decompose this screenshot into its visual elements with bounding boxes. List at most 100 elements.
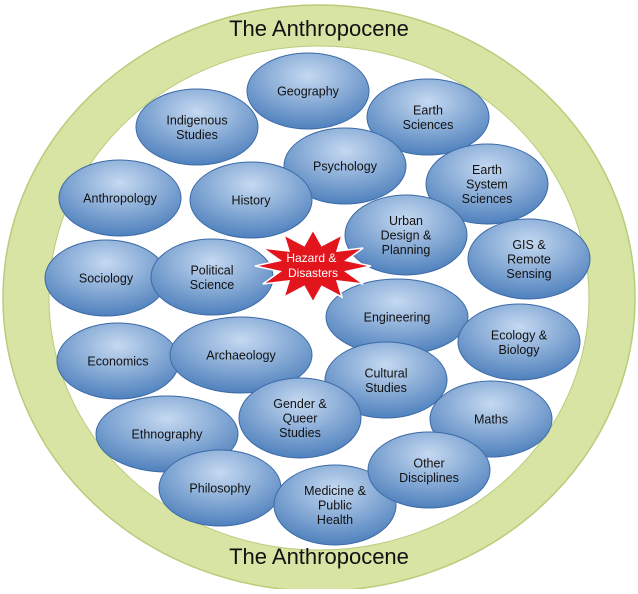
bubble-label-line: Ethnography — [132, 428, 204, 442]
bubble-label-line: Queer — [283, 412, 318, 426]
bubble-label-line: Indigenous — [166, 113, 227, 127]
bubble-label: Economics — [87, 355, 148, 369]
bubble-label-line: Planning — [382, 243, 431, 257]
bubble-label-line: Archaeology — [206, 349, 276, 363]
bubble-label-line: Psychology — [313, 160, 378, 174]
bubble-anthropology: Anthropology — [58, 159, 182, 237]
bubble-shape — [58, 159, 182, 237]
bubble-shape — [273, 464, 397, 546]
bubble-label-line: Design & — [381, 229, 432, 243]
bubble-label-line: Public — [318, 499, 352, 513]
bubble-psychology: Psychology — [283, 127, 407, 205]
bubble-label-line: Engineering — [364, 311, 431, 325]
bubble-label: Anthropology — [83, 192, 157, 206]
bubble-label-line: Maths — [474, 413, 508, 427]
bubble-sociology: Sociology — [44, 239, 168, 317]
bubble-label-line: Medicine & — [304, 484, 366, 498]
bubble-label-line: Sciences — [403, 118, 454, 132]
bubble-label-line: Other — [413, 456, 444, 470]
bubble-geography: Geography — [246, 52, 370, 130]
bubble-economics: Economics — [56, 322, 180, 400]
bubble-label: Psychology — [313, 160, 378, 174]
bubble-history: History — [189, 161, 313, 239]
bubble-label: Ethnography — [132, 428, 204, 442]
title-top: The Anthropocene — [229, 16, 409, 41]
bubble-label-line: Disciplines — [399, 471, 459, 485]
bubble-label-line: Remote — [507, 253, 551, 267]
bubble-label-line: Health — [317, 513, 353, 527]
bubble-label-line: Political — [190, 263, 233, 277]
bubble-label-line: Geography — [277, 85, 340, 99]
bubble-label-line: Studies — [176, 128, 218, 142]
bubble-shape — [189, 161, 313, 239]
bubble-label-line: System — [466, 178, 508, 192]
bubble-label-line: Anthropology — [83, 192, 157, 206]
bubble-shape — [283, 127, 407, 205]
bubble-shape — [135, 88, 259, 166]
bubble-shape — [246, 52, 370, 130]
bubble-shape — [457, 303, 581, 381]
bubble-shape — [238, 377, 362, 459]
bubble-shape — [425, 143, 549, 225]
bubble-label: Archaeology — [206, 349, 276, 363]
bubble-label-line: Ecology & — [491, 328, 548, 342]
bubble-label-line: Earth — [413, 103, 443, 117]
bubble-shape — [169, 316, 313, 394]
bubble-label-line: Sciences — [462, 192, 513, 206]
bubble-label-line: Philosophy — [189, 482, 251, 496]
bubble-label-line: Economics — [87, 355, 148, 369]
bubble-label-line: Studies — [365, 381, 407, 395]
bubble-shape — [366, 78, 490, 156]
bubble-label-line: Studies — [279, 426, 321, 440]
bubble-label-line: Earth — [472, 163, 502, 177]
bubble-label-line: History — [232, 194, 272, 208]
hazard-star-shape — [254, 228, 372, 304]
bubble-label: Maths — [474, 413, 508, 427]
bubble-archaeology: Archaeology — [169, 316, 313, 394]
hazard-label: Hazard & Disasters — [286, 251, 339, 280]
bubble-label: Sociology — [79, 272, 134, 286]
bubble-label-line: Gender & — [273, 397, 327, 411]
bubble-label: Engineering — [364, 311, 431, 325]
bubble-label: History — [232, 194, 272, 208]
hazard-label-line-2: Disasters — [288, 266, 338, 280]
bubble-label-line: Biology — [499, 343, 541, 357]
bubble-label: Geography — [277, 85, 340, 99]
bubble-label-line: Cultural — [364, 366, 407, 380]
hazard-label-line-1: Hazard & — [286, 251, 336, 265]
hazard-disasters-star: Hazard & Disasters — [254, 228, 372, 304]
bubble-philosophy: Philosophy — [158, 449, 282, 527]
bubble-label-line: Urban — [389, 214, 423, 228]
bubble-shape — [367, 431, 491, 509]
bubble-shape — [344, 194, 468, 276]
bubble-label-line: Science — [190, 278, 235, 292]
bubble-label-line: Sociology — [79, 272, 134, 286]
bubble-ecology-biology: Ecology &Biology — [457, 303, 581, 381]
bubble-label-line: Sensing — [506, 267, 551, 281]
bubble-label-line: GIS & — [512, 238, 546, 252]
bubble-engineering: Engineering — [325, 278, 469, 356]
title-bottom: The Anthropocene — [229, 544, 409, 569]
